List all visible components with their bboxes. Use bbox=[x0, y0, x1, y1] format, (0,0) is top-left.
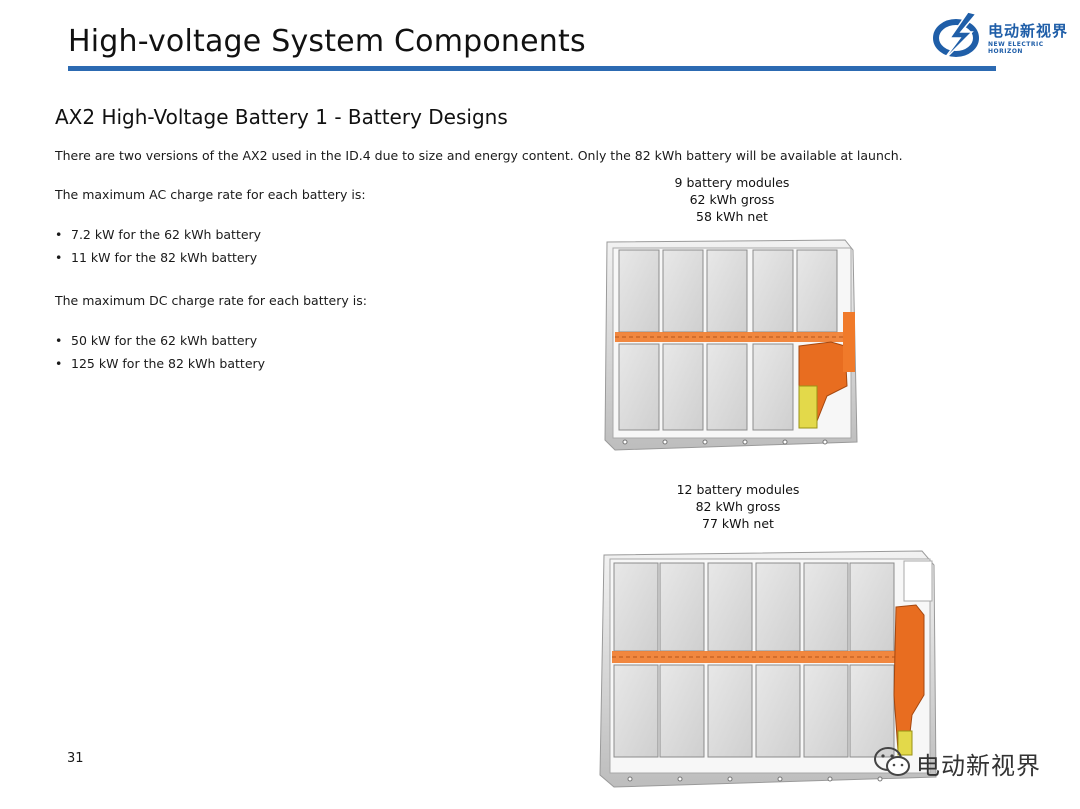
battery-pack-9-modules-image bbox=[604, 239, 858, 451]
ac-item: •11 kW for the 82 kWh battery bbox=[55, 250, 258, 265]
battery-small-gross: 62 kWh gross bbox=[689, 192, 775, 207]
page-title: High-voltage System Components bbox=[68, 24, 586, 59]
logo-chinese-text: 电动新视界 bbox=[988, 22, 1069, 40]
ac-item-text: 11 kW for the 82 kWh battery bbox=[71, 250, 258, 265]
battery-small-net: 58 kWh net bbox=[696, 209, 768, 224]
dc-heading: The maximum DC charge rate for each batt… bbox=[55, 293, 367, 308]
watermark: 电动新视界 bbox=[872, 742, 1072, 782]
section-title: AX2 High-Voltage Battery 1 - Battery Des… bbox=[55, 105, 508, 129]
watermark-text: 电动新视界 bbox=[916, 752, 1041, 780]
battery-large-gross: 82 kWh gross bbox=[695, 499, 781, 514]
battery-large-net: 77 kWh net bbox=[702, 516, 774, 531]
dc-item-text: 50 kW for the 62 kWh battery bbox=[71, 333, 258, 348]
dc-item: •125 kW for the 82 kWh battery bbox=[55, 356, 266, 371]
battery-large-caption: 12 battery modules 82 kWh gross 77 kWh n… bbox=[638, 481, 838, 532]
ac-item-text: 7.2 kW for the 62 kWh battery bbox=[71, 227, 262, 242]
lightning-logo-icon bbox=[933, 11, 979, 63]
dc-item: •50 kW for the 62 kWh battery bbox=[55, 333, 258, 348]
wechat-icon bbox=[874, 747, 910, 776]
battery-small-caption: 9 battery modules 62 kWh gross 58 kWh ne… bbox=[632, 174, 832, 225]
dc-item-text: 125 kW for the 82 kWh battery bbox=[71, 356, 266, 371]
battery-small-modules: 9 battery modules bbox=[674, 175, 790, 190]
battery-pack-12-modules-image bbox=[599, 550, 937, 788]
title-divider bbox=[68, 66, 996, 71]
ac-heading: The maximum AC charge rate for each batt… bbox=[55, 187, 366, 202]
logo-english-text: NEW ELECTRIC HORIZON bbox=[988, 41, 1044, 55]
intro-text: There are two versions of the AX2 used i… bbox=[55, 148, 903, 163]
brand-logo: 电动新视界 NEW ELECTRIC HORIZON bbox=[928, 8, 1078, 64]
page-number: 31 bbox=[67, 751, 84, 766]
battery-large-modules: 12 battery modules bbox=[676, 482, 800, 497]
ac-item: •7.2 kW for the 62 kWh battery bbox=[55, 227, 262, 242]
